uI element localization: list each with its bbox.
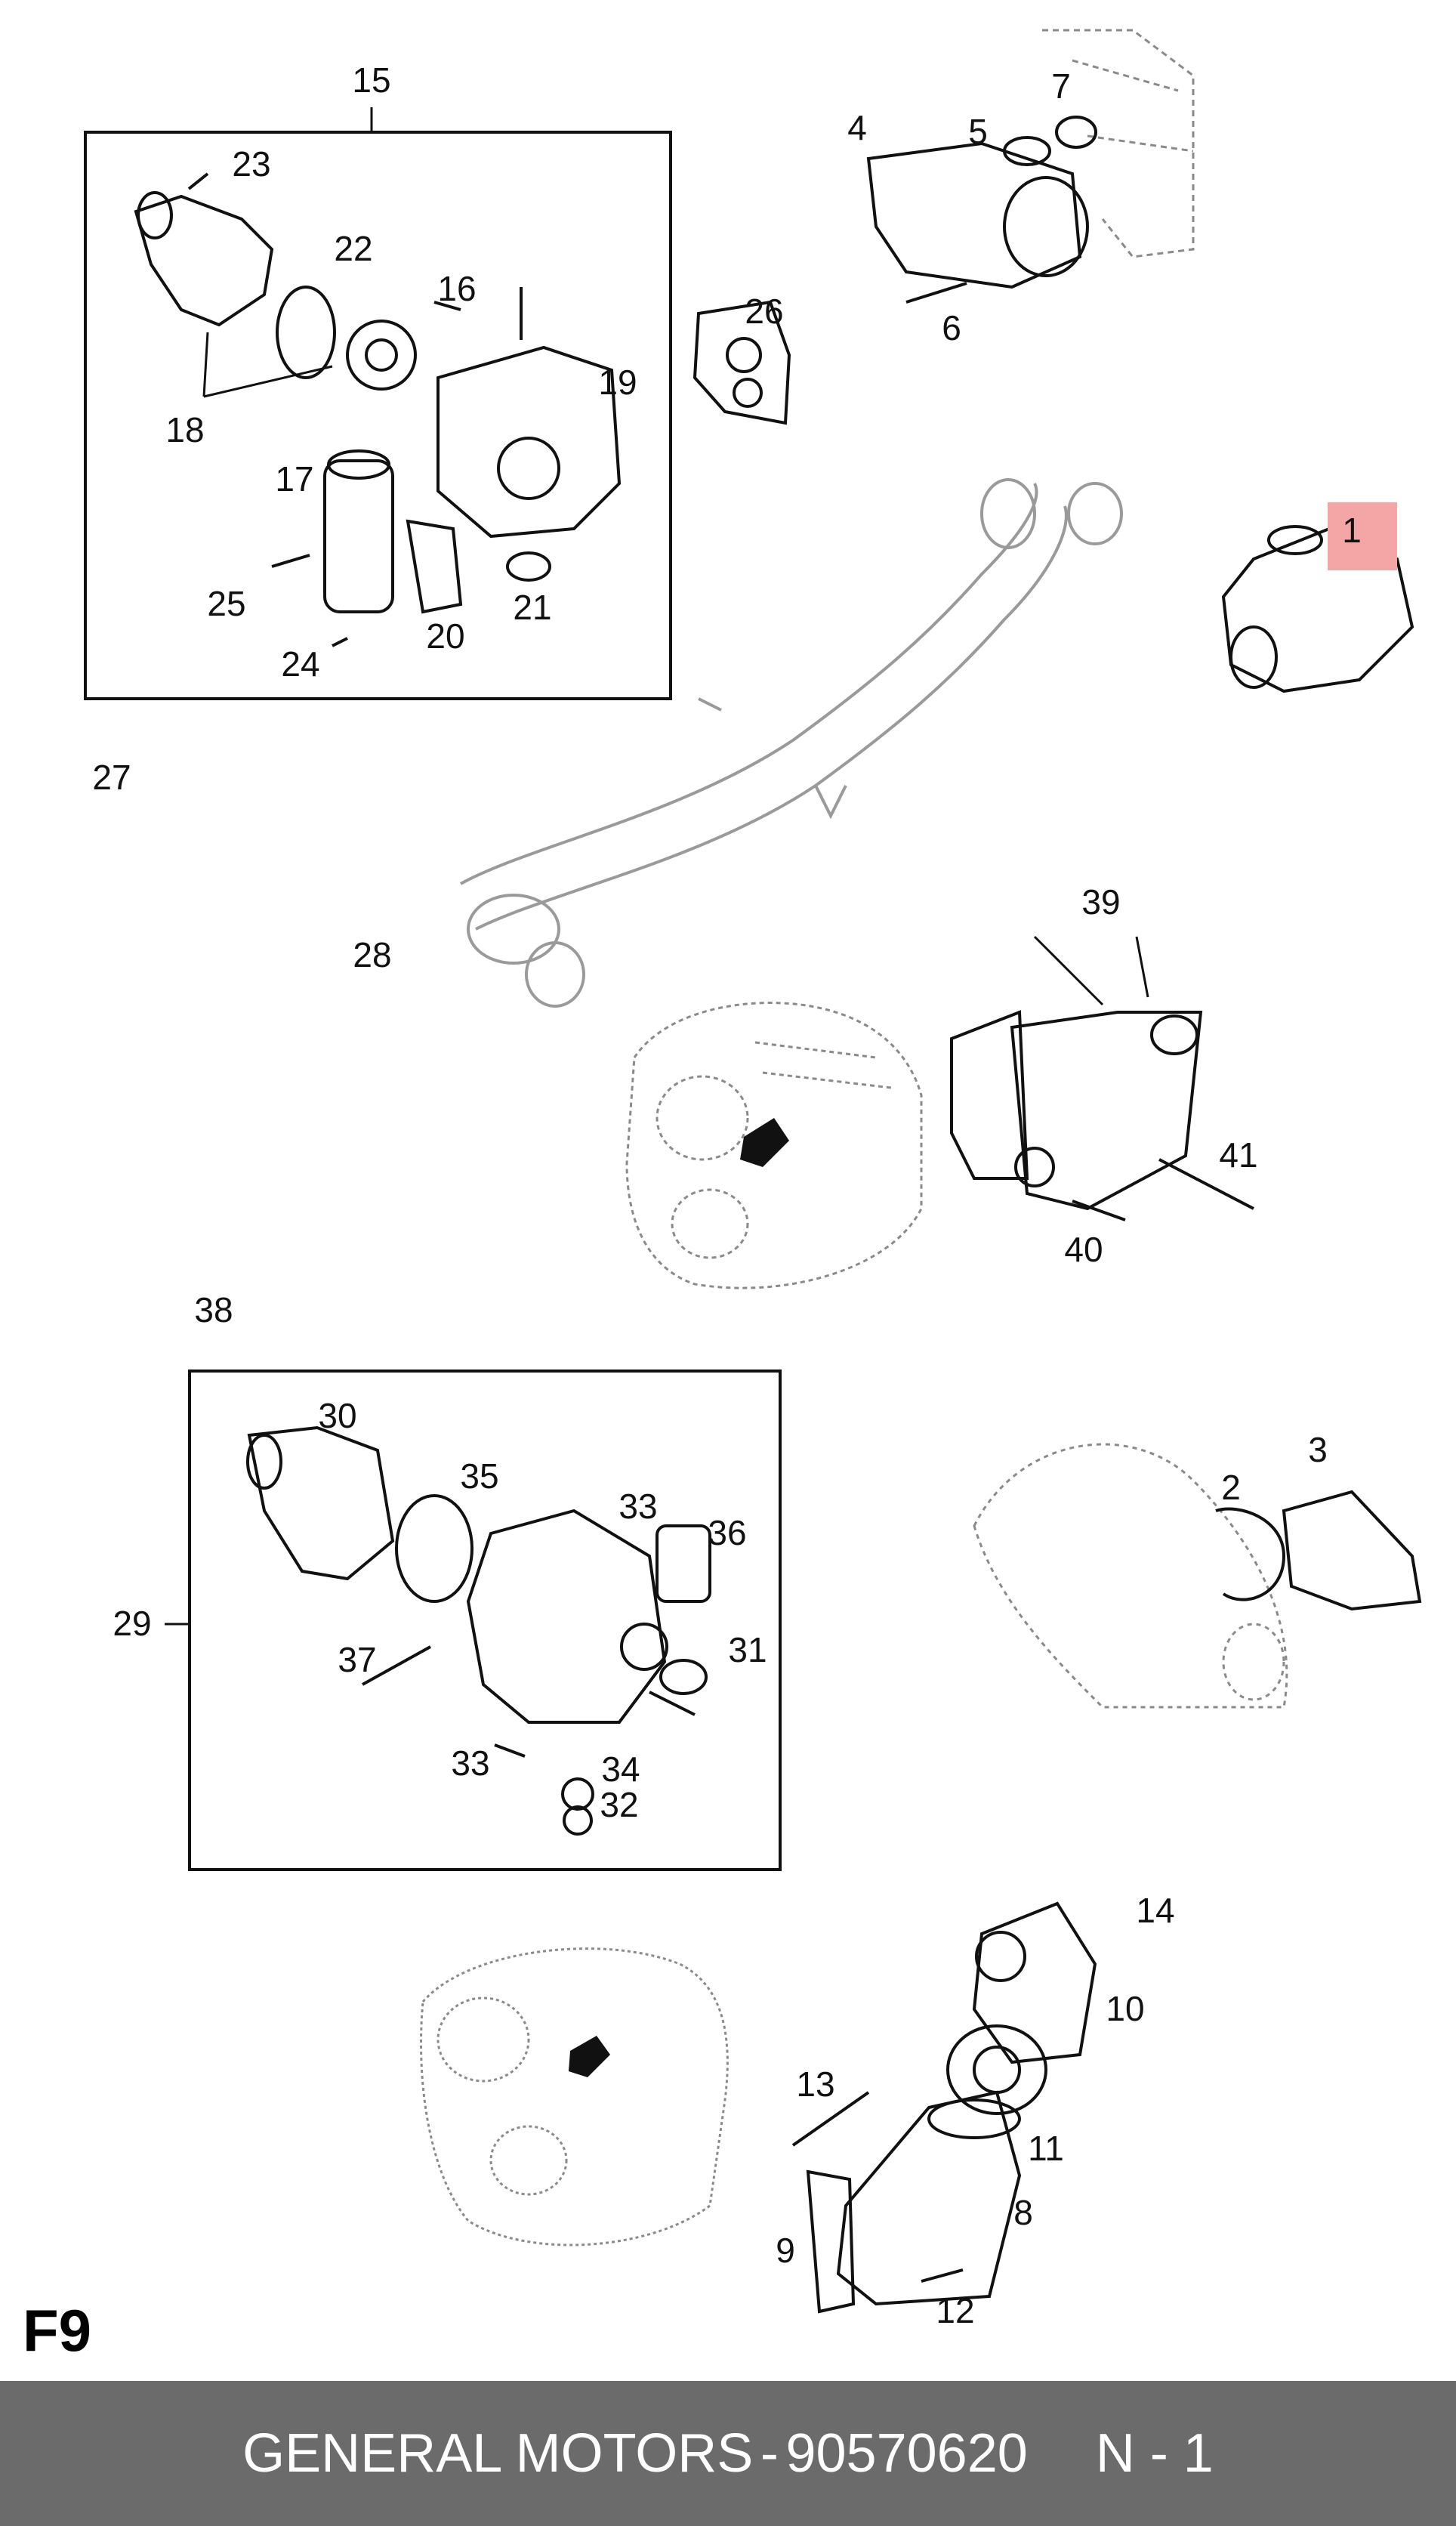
callout-37: 37 (338, 1640, 376, 1679)
callout-34: 34 (601, 1749, 640, 1789)
callout-6: 6 (942, 308, 961, 347)
callout-3: 3 (1308, 1430, 1328, 1469)
callout-8: 8 (1013, 2193, 1033, 2232)
callout-33a: 33 (618, 1487, 657, 1526)
callout-18: 18 (165, 410, 204, 449)
footer-bar: GENERAL MOTORS - 90570620 N - 1 (0, 2381, 1456, 2526)
callout-40: 40 (1064, 1230, 1103, 1269)
callout-38: 38 (194, 1290, 233, 1329)
leader-lines (202, 332, 1149, 1006)
callout-13: 13 (796, 2064, 834, 2104)
callout-labels: 1 2 3 4 5 6 7 8 9 10 11 12 13 14 15 16 1… (92, 60, 1361, 2330)
highlight-box (1328, 502, 1397, 570)
callout-23: 23 (232, 144, 270, 184)
callout-16: 16 (437, 269, 476, 308)
ghost-engine-lower (420, 1947, 729, 2247)
sheet-label: F9 (23, 2297, 92, 2364)
callout-5: 5 (968, 112, 988, 151)
callout-26: 26 (745, 292, 783, 331)
part-sketches (134, 116, 1422, 2314)
callout-12: 12 (936, 2291, 974, 2330)
callout-32: 32 (600, 1785, 638, 1824)
footer-separator: - (760, 2423, 779, 2484)
footer-note: N - 1 (1095, 2423, 1214, 2484)
callout-31: 31 (728, 1630, 767, 1669)
callout-27: 27 (92, 758, 131, 797)
callout-9: 9 (776, 2231, 795, 2270)
callout-7: 7 (1051, 66, 1071, 106)
parts-diagram: 1 2 3 4 5 6 7 8 9 10 11 12 13 14 15 16 1… (84, 29, 1422, 2330)
callout-28: 28 (353, 935, 391, 974)
callout-39: 39 (1081, 882, 1120, 922)
ghost-bracket (1042, 29, 1195, 258)
callout-35: 35 (460, 1456, 498, 1496)
callout-24: 24 (281, 644, 319, 684)
callout-17: 17 (275, 459, 313, 499)
callout-33b: 33 (451, 1743, 489, 1783)
callout-15: 15 (352, 60, 390, 100)
callout-21: 21 (513, 588, 551, 627)
ghost-engine-right (973, 1443, 1288, 1709)
ghost-pipe (460, 478, 1123, 1008)
callout-2: 2 (1221, 1468, 1241, 1507)
callout-29: 29 (113, 1604, 151, 1643)
callout-30: 30 (318, 1396, 356, 1435)
callout-1: 1 (1342, 511, 1362, 550)
callout-36: 36 (708, 1513, 746, 1552)
callout-10: 10 (1106, 1989, 1144, 2028)
callout-14: 14 (1136, 1891, 1174, 1930)
footer-brand: GENERAL MOTORS (242, 2423, 754, 2484)
callout-19: 19 (598, 363, 637, 402)
callout-25: 25 (207, 584, 245, 623)
callout-41: 41 (1219, 1135, 1257, 1175)
footer-part-number: 90570620 (785, 2423, 1028, 2484)
callout-11: 11 (1028, 2129, 1064, 2168)
callout-4: 4 (847, 108, 867, 147)
ghost-engine-upper (625, 1002, 923, 1289)
assembly-box-29 (188, 1370, 782, 1871)
callout-20: 20 (426, 616, 464, 656)
callout-22: 22 (334, 229, 372, 268)
assembly-box-15 (84, 131, 672, 700)
